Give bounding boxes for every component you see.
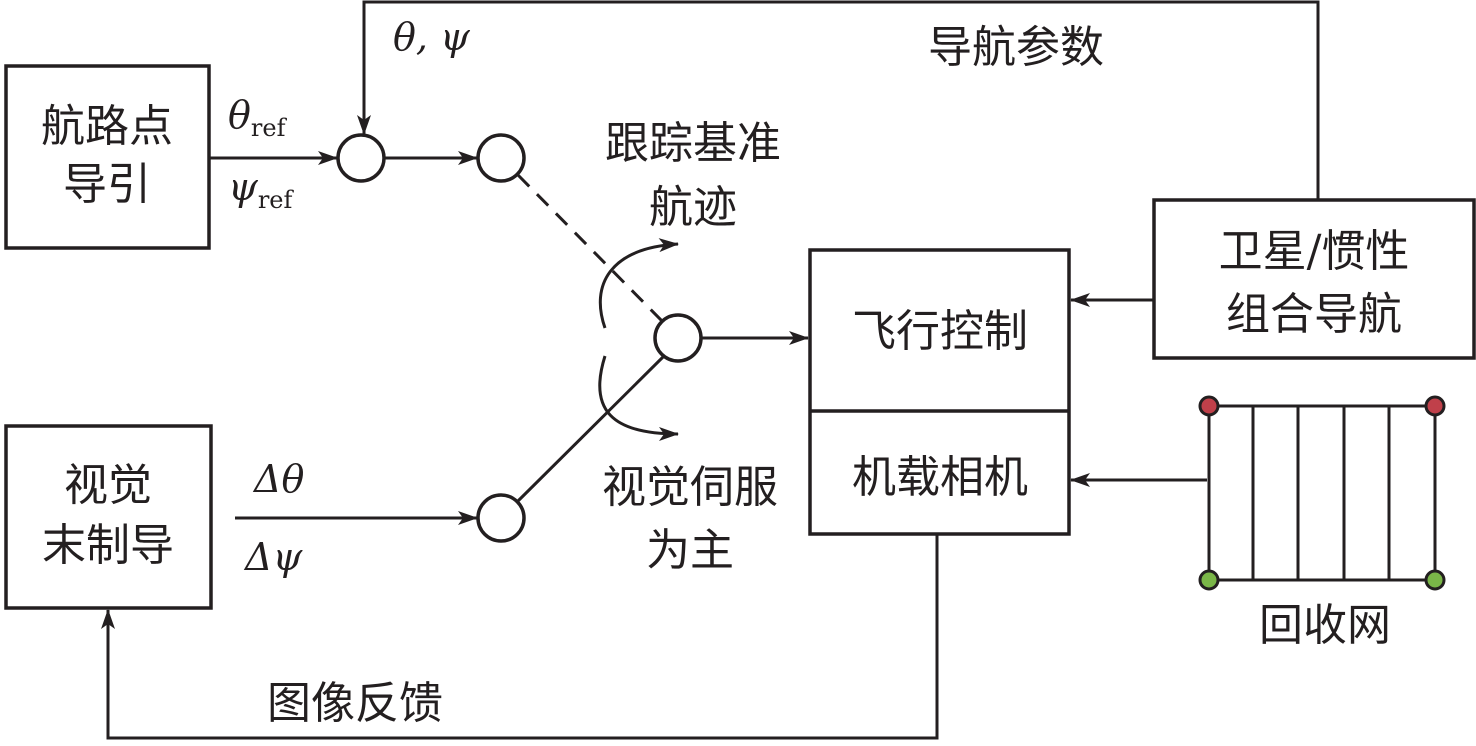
block-gnss-ins-navigation: 卫星/惯性 组合导航 [1152,198,1476,360]
label-delta-psi: Δψ [243,535,303,579]
dashed-tracking-path [516,173,664,323]
block-waypoint-guidance-line2: 导引 [63,159,151,210]
block-gnss-ins-line1: 卫星/惯性 [1219,226,1410,277]
label-image-feedback: 图像反馈 [267,678,443,729]
net-anchor-bottom-left [1198,569,1220,591]
net-anchor-top-right [1424,395,1446,417]
label-theta-ref: θref [228,93,288,142]
label-visual-servo-line1: 视觉伺服 [602,462,778,513]
solid-visual-servo-path [516,354,666,503]
block-visual-terminal-guidance-line2: 末制导 [42,520,174,571]
block-onboard-camera-label: 机载相机 [852,452,1028,503]
switch-node-lower [476,493,526,543]
block-visual-terminal-guidance-line1: 视觉 [64,460,152,511]
block-flight-control-camera: 飞行控制 机载相机 [808,248,1071,536]
switch-node-upper [476,133,526,183]
block-flight-control-label: 飞行控制 [852,306,1028,357]
recovery-net-icon [1198,395,1446,591]
label-psi-ref: ψref [228,165,294,214]
label-tracking-ref-line2: 航迹 [649,182,737,233]
block-waypoint-guidance: 航路点 导引 [4,64,211,250]
arrow-image-feedback [101,534,939,740]
summing-node [336,133,386,183]
switch-arrow-up [598,238,679,329]
switch-arrow-down [598,355,679,441]
arrow-nav-feedback [357,0,1320,200]
label-visual-servo-line2: 为主 [646,525,734,576]
label-recovery-net: 回收网 [1259,600,1391,651]
label-delta-theta: Δθ [252,457,304,501]
label-nav-params: 导航参数 [928,22,1104,73]
block-gnss-ins-line2: 组合导航 [1226,289,1402,340]
label-theta-psi: θ, ψ [393,15,471,59]
block-visual-terminal-guidance: 视觉 末制导 [4,424,213,610]
block-waypoint-guidance-line1: 航路点 [41,101,173,152]
label-tracking-ref-line1: 跟踪基准 [605,118,781,169]
switch-node-output [653,313,703,363]
net-anchor-bottom-right [1424,569,1446,591]
net-anchor-top-left [1198,395,1220,417]
